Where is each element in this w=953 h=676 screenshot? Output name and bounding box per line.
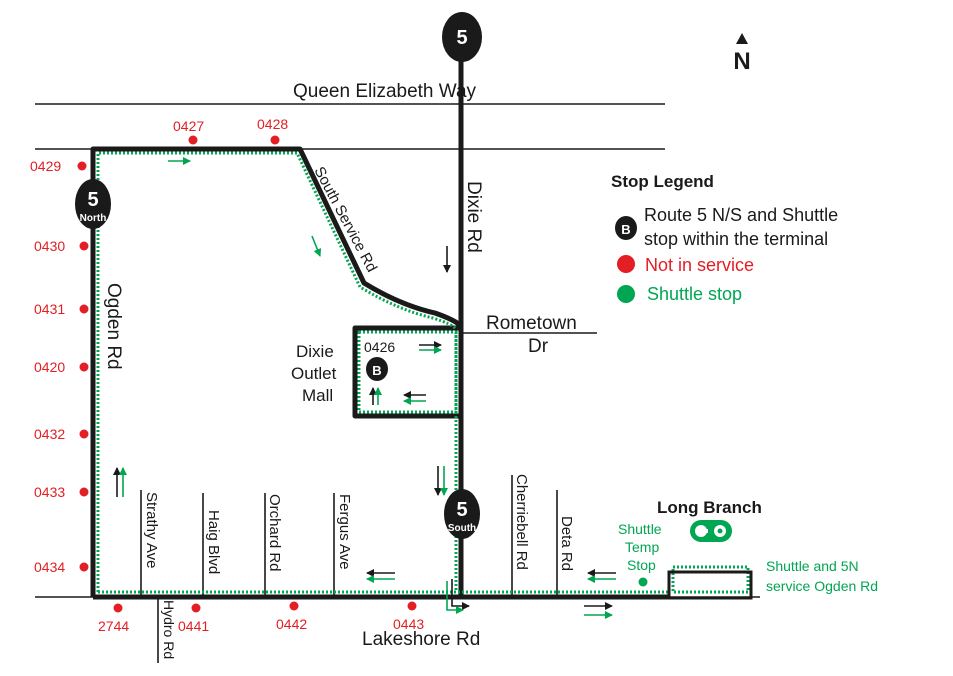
strathy-label: Strathy Ave bbox=[143, 492, 160, 568]
label-0429: 0429 bbox=[30, 158, 61, 174]
legend-title: Stop Legend bbox=[611, 172, 714, 191]
go-transit-logo bbox=[690, 520, 732, 542]
label-0427: 0427 bbox=[173, 118, 204, 134]
stop-0432[interactable] bbox=[79, 429, 89, 439]
orchard-label: Orchard Rd bbox=[266, 494, 283, 572]
legend-not-in-service: Not in service bbox=[645, 255, 754, 275]
stop-legend: Stop Legend B Route 5 N/S and Shuttle st… bbox=[611, 172, 838, 304]
route-5-shield-north[interactable]: 5 North bbox=[75, 179, 111, 229]
shield-top-number: 5 bbox=[456, 27, 467, 49]
stop-0441[interactable] bbox=[191, 603, 201, 613]
street-labels: Queen Elizabeth Way Dixie Rd Ogden Rd So… bbox=[103, 81, 577, 659]
label-0443: 0443 bbox=[393, 616, 424, 632]
hydro-label: Hydro Rd bbox=[161, 600, 177, 659]
terminal-stop-b-icon[interactable]: B bbox=[366, 357, 388, 381]
shuttle-5n-label-1: Shuttle and 5N bbox=[766, 558, 859, 574]
shield-north-number: 5 bbox=[87, 189, 98, 211]
lakeshore-label: Lakeshore Rd bbox=[362, 629, 480, 650]
shield-south-sub: South bbox=[448, 523, 476, 534]
label-2744: 2744 bbox=[98, 618, 129, 634]
cherriebell-label: Cherriebell Rd bbox=[513, 474, 530, 570]
stop-0442[interactable] bbox=[289, 601, 299, 611]
long-branch-label: Long Branch bbox=[657, 498, 762, 517]
shuttle-temp-stop[interactable] bbox=[638, 577, 648, 587]
stop-0430[interactable] bbox=[79, 241, 89, 251]
shuttle-5n-label-2: service Ogden Rd bbox=[766, 578, 878, 594]
arrow-ssr-south bbox=[311, 235, 322, 257]
rometown-dr-label: Dr bbox=[528, 336, 549, 357]
label-0431: 0431 bbox=[34, 301, 65, 317]
stop-0434[interactable] bbox=[79, 562, 89, 572]
legend-route-stop-2: stop within the terminal bbox=[644, 229, 828, 249]
haig-label: Haig Blvd bbox=[205, 510, 222, 574]
mall-label-2: Outlet bbox=[291, 364, 337, 383]
stop-0427[interactable] bbox=[188, 135, 198, 145]
north-arrow-icon: N bbox=[733, 33, 751, 75]
dixie-label: Dixie Rd bbox=[463, 181, 484, 253]
deta-label: Deta Rd bbox=[558, 516, 575, 571]
label-0430: 0430 bbox=[34, 238, 65, 254]
shield-north-sub: North bbox=[80, 213, 107, 224]
label-0434: 0434 bbox=[34, 559, 65, 575]
shuttle-temp-label-1: Shuttle bbox=[618, 521, 662, 537]
shuttle-path bbox=[96, 151, 750, 594]
stop-0443[interactable] bbox=[407, 601, 417, 611]
route-5-shield-top[interactable]: 5 bbox=[442, 12, 482, 62]
shield-south-number: 5 bbox=[456, 499, 467, 521]
stop-0428[interactable] bbox=[270, 135, 280, 145]
qew-label: Queen Elizabeth Way bbox=[293, 81, 477, 102]
label-0442: 0442 bbox=[276, 616, 307, 632]
label-0432: 0432 bbox=[34, 426, 65, 442]
mall-label-1: Dixie bbox=[296, 342, 334, 361]
mall-terminal-route bbox=[352, 325, 464, 419]
direction-arrows bbox=[113, 157, 616, 619]
arrow-turn-east-green bbox=[446, 581, 464, 614]
legend-green-dot bbox=[617, 285, 635, 303]
stop-0433[interactable] bbox=[79, 487, 89, 497]
stop-0431[interactable] bbox=[79, 304, 89, 314]
route-5-path bbox=[90, 55, 668, 600]
ogden-loop-shuttle bbox=[96, 151, 458, 592]
stop-0429[interactable] bbox=[77, 161, 87, 171]
legend-shuttle-stop: Shuttle stop bbox=[647, 284, 742, 304]
ogden-loop-route bbox=[90, 146, 463, 597]
mall-label-3: Mall bbox=[302, 386, 333, 405]
rometown-label: Rometown bbox=[486, 313, 577, 334]
shuttle-temp-label-2: Temp bbox=[625, 539, 659, 555]
label-0420: 0420 bbox=[34, 359, 65, 375]
route-5-shield-south[interactable]: 5 South bbox=[444, 489, 480, 539]
terminal-b-letter: B bbox=[372, 363, 381, 378]
stop-0420[interactable] bbox=[79, 362, 89, 372]
stop-numbers: 0427 0428 0429 0430 0431 0420 0432 0433 … bbox=[30, 116, 424, 634]
fergus-label: Fergus Ave bbox=[336, 494, 353, 570]
label-0426: 0426 bbox=[364, 339, 395, 355]
long-branch-shuttle-loop bbox=[671, 565, 750, 594]
legend-terminal-icon: B bbox=[615, 216, 637, 240]
place-labels: Dixie Outlet Mall Long Branch Shuttle Te… bbox=[291, 342, 878, 594]
legend-red-dot bbox=[617, 255, 635, 273]
not-in-service-stops bbox=[77, 135, 417, 613]
compass-label: N bbox=[733, 48, 750, 75]
label-0428: 0428 bbox=[257, 116, 288, 132]
long-branch-terminal bbox=[667, 570, 753, 600]
legend-route-stop-1: Route 5 N/S and Shuttle bbox=[644, 205, 838, 225]
svg-text:B: B bbox=[621, 222, 630, 237]
ogden-label: Ogden Rd bbox=[103, 283, 124, 370]
shuttle-temp-label-3: Stop bbox=[627, 557, 656, 573]
label-0441: 0441 bbox=[178, 618, 209, 634]
stop-2744[interactable] bbox=[113, 603, 123, 613]
label-0433: 0433 bbox=[34, 484, 65, 500]
